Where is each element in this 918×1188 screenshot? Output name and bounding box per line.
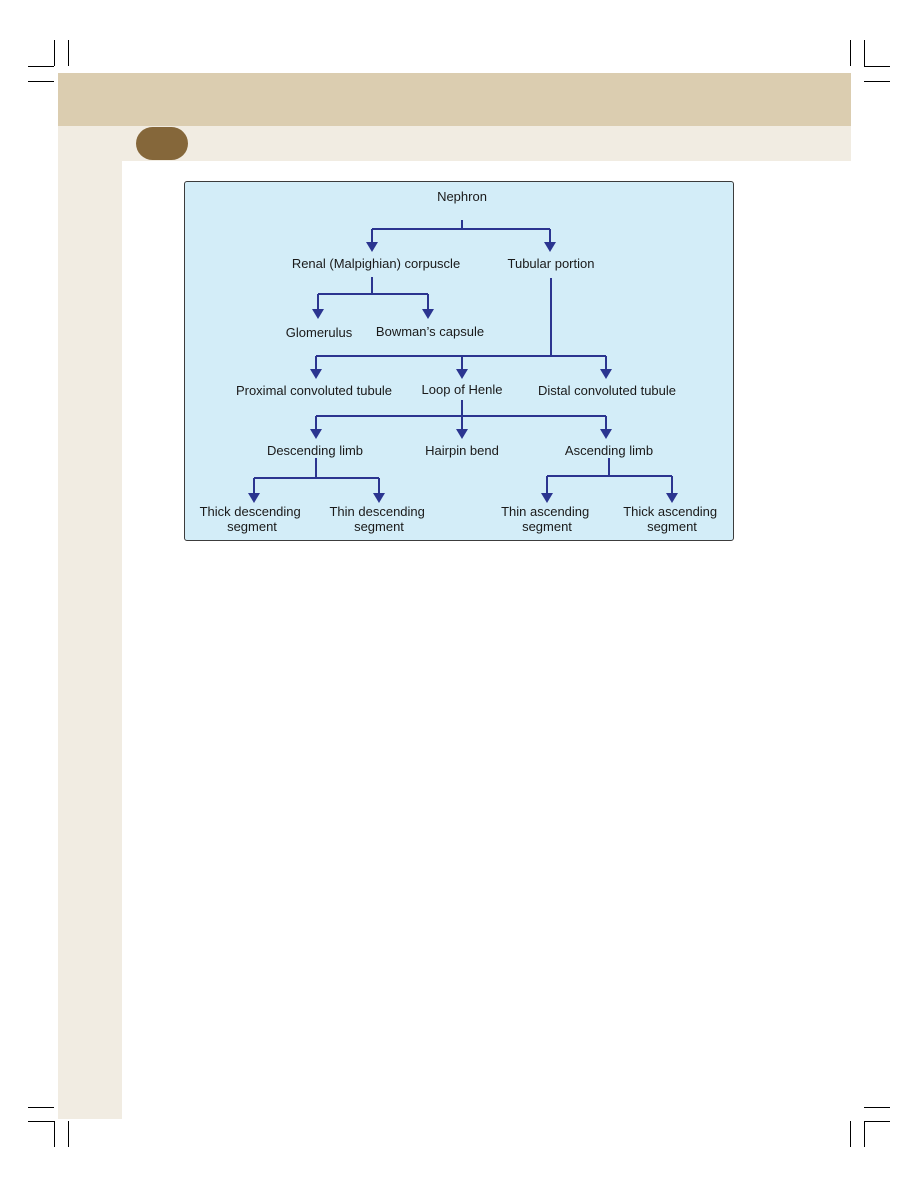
node-thin-ascending-segment: Thin ascending segment [501,504,593,534]
node-thick-descending-segment: Thick descending segment [200,504,305,534]
node-thin-descending-segment: Thin descending segment [329,504,428,534]
node-thin-descending-line2: segment [354,519,404,534]
crop-mark [68,40,69,66]
chapter-badge [136,127,188,160]
arrow-icon [310,429,322,439]
node-distal-convoluted-tubule: Distal convoluted tubule [538,383,676,398]
crop-mark [850,1121,851,1147]
connector-lines [253,220,673,495]
arrow-icon [541,493,553,503]
nephron-flowchart-panel: Nephron Renal (Malpighian) corpuscle Tub… [184,181,734,541]
crop-mark [28,81,54,82]
crop-mark [850,40,851,66]
arrow-icon [248,493,260,503]
crop-mark [864,1121,890,1122]
page-header-band [58,73,851,126]
crop-mark [864,66,890,67]
crop-mark [28,1107,54,1108]
node-thin-ascending-line2: segment [522,519,572,534]
node-thick-ascending-segment: Thick ascending segment [623,504,721,534]
arrowheads [248,242,678,503]
node-thick-ascending-line1: Thick ascending [623,504,717,519]
node-glomerulus: Glomerulus [286,325,353,340]
node-renal-corpuscle: Renal (Malpighian) corpuscle [292,256,460,271]
arrow-icon [600,369,612,379]
node-hairpin-bend: Hairpin bend [425,443,499,458]
node-thin-ascending-line1: Thin ascending [501,504,589,519]
node-tubular-portion: Tubular portion [508,256,595,271]
crop-mark [28,1121,54,1122]
node-proximal-convoluted-tubule: Proximal convoluted tubule [236,383,392,398]
arrow-icon [456,369,468,379]
arrow-icon [544,242,556,252]
page-subheader-band [58,126,851,161]
node-bowmans-capsule: Bowman’s capsule [376,324,484,339]
nephron-flowchart: Nephron Renal (Malpighian) corpuscle Tub… [200,189,721,534]
arrow-icon [373,493,385,503]
crop-mark [864,1107,890,1108]
page-left-margin [58,161,122,1119]
crop-mark [864,1121,865,1147]
arrow-icon [366,242,378,252]
arrow-icon [600,429,612,439]
node-thick-ascending-line2: segment [647,519,697,534]
crop-mark [864,81,890,82]
crop-mark [54,40,55,66]
crop-mark [54,1121,55,1147]
node-ascending-limb: Ascending limb [565,443,653,458]
arrow-icon [456,429,468,439]
node-thick-descending-line1: Thick descending [200,504,301,519]
node-loop-of-henle: Loop of Henle [422,382,503,397]
node-nephron: Nephron [437,189,487,204]
arrow-icon [422,309,434,319]
node-descending-limb: Descending limb [267,443,363,458]
arrow-icon [310,369,322,379]
arrow-icon [312,309,324,319]
crop-mark [864,40,865,66]
arrow-icon [666,493,678,503]
node-thick-descending-line2: segment [227,519,277,534]
node-thin-descending-line1: Thin descending [329,504,424,519]
crop-mark [28,66,54,67]
crop-mark [68,1121,69,1147]
